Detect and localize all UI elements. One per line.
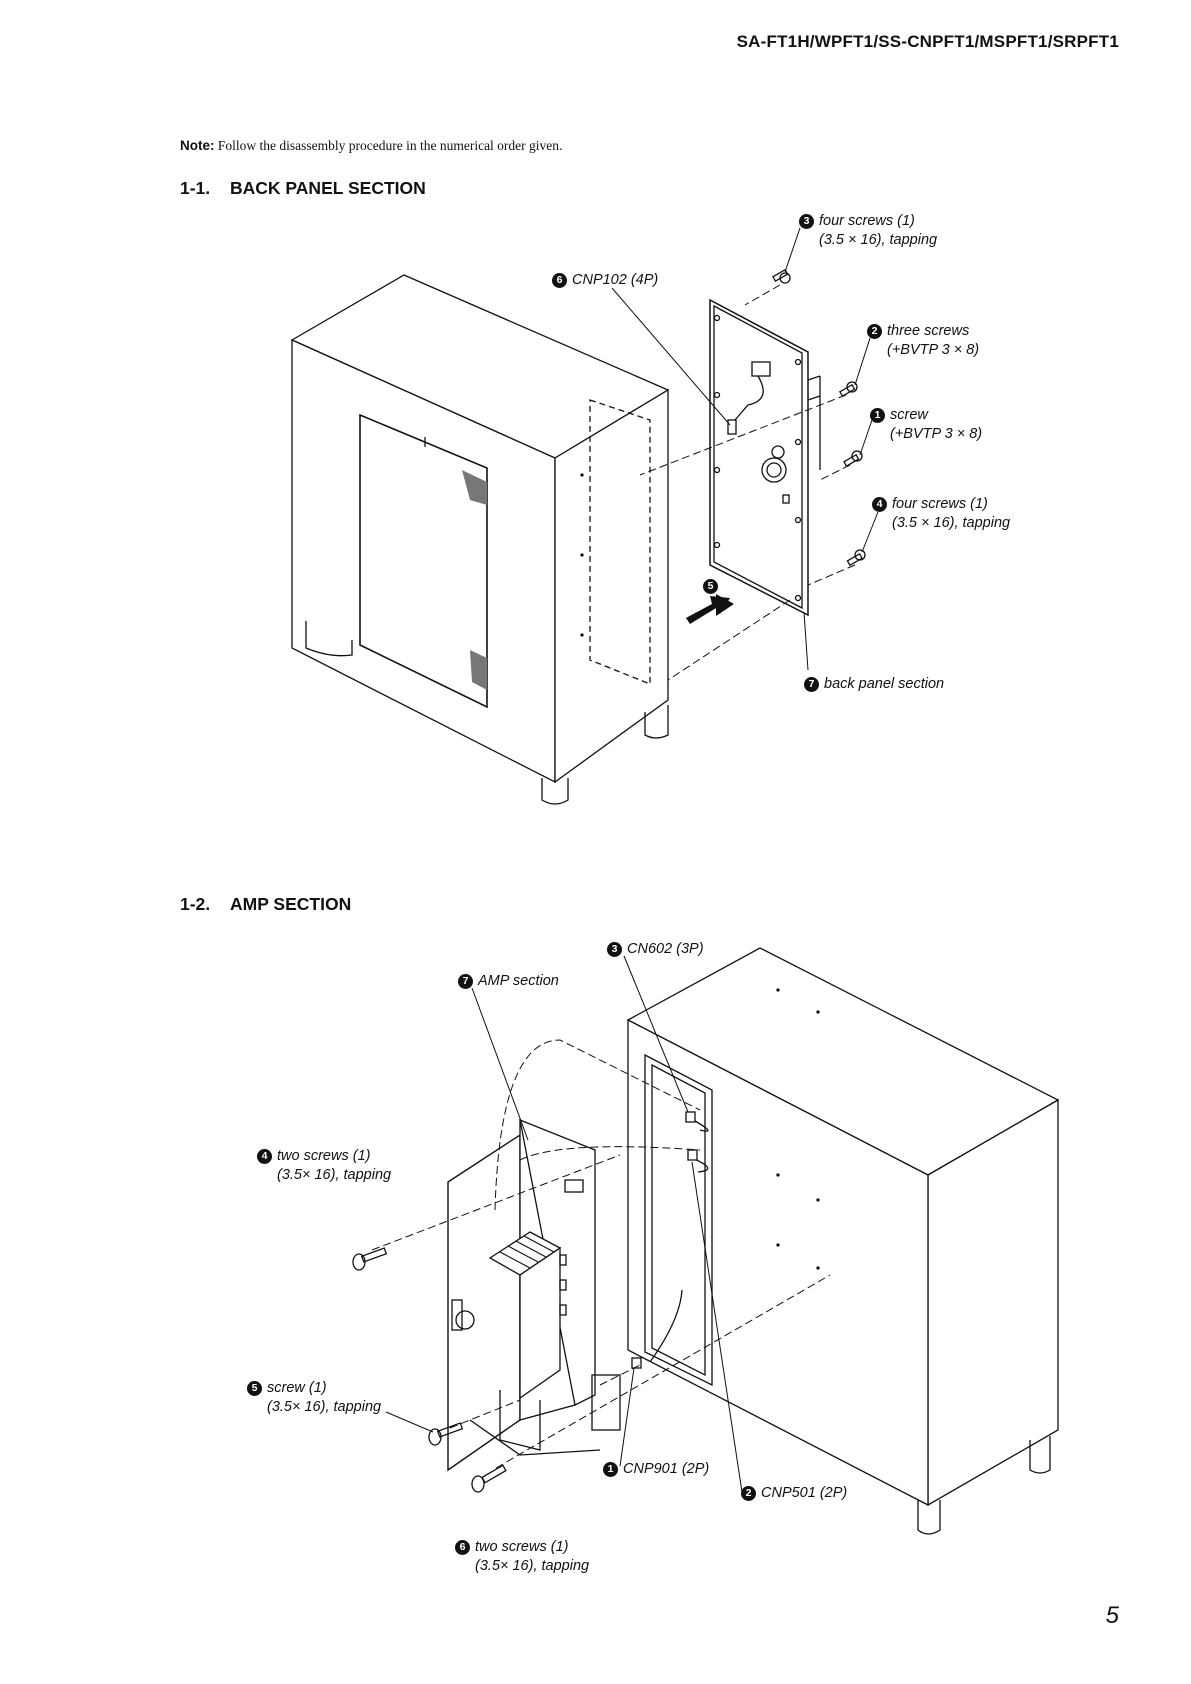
alignment-lines — [639, 284, 856, 681]
callout-line1: back panel section — [824, 676, 945, 692]
callout-line1: two screws (1) — [277, 1148, 371, 1164]
callout-line2: (3.5× 16), tapping — [475, 1558, 590, 1574]
leader-lines — [611, 227, 879, 671]
callout-line1: two screws (1) — [475, 1539, 569, 1555]
model-header: SA-FT1H/WPFT1/SS-CNPFT1/MSPFT1/SRPFT1 — [736, 32, 1119, 51]
speaker-cabinet-back-view — [290, 274, 670, 805]
callout-two-screws-lower: 6 two screws (1) (3.5× 16), tapping — [455, 1538, 589, 1576]
step-badge: 6 — [455, 1540, 470, 1555]
screw-icon — [772, 268, 791, 284]
callout-line1: screw — [890, 407, 928, 423]
step-badge: 7 — [804, 677, 819, 692]
callout-step5: 5 — [703, 577, 723, 596]
back-panel-section — [709, 298, 821, 617]
page-number: 5 — [1105, 1602, 1119, 1629]
section-title-back-panel: 1-1. BACK PANEL SECTION — [180, 178, 426, 199]
alignment-lines — [371, 1039, 831, 1469]
callout-line2: (3.5× 16), tapping — [277, 1167, 392, 1183]
note-label: Note: — [180, 138, 215, 153]
section-heading: BACK PANEL SECTION — [230, 178, 426, 198]
callout-line2: (3.5× 16), tapping — [267, 1399, 382, 1415]
step-badge: 3 — [607, 942, 622, 957]
section-number: 1-2. — [180, 894, 211, 914]
callout-four-screws-bottom: 4 four screws (1) (3.5 × 16), tapping — [872, 495, 1010, 533]
section-number: 1-1. — [180, 178, 211, 198]
step-badge: 6 — [552, 273, 567, 288]
step-badge: 7 — [458, 974, 473, 989]
callout-cn602: 3 CN602 (3P) — [607, 940, 704, 959]
callout-amp-section: 7 AMP section — [458, 972, 559, 991]
speaker-cabinet-amp-view — [626, 947, 1060, 1535]
step-badge: 2 — [741, 1486, 756, 1501]
screw-icon — [428, 1422, 464, 1446]
callout-line1: CNP901 (2P) — [623, 1461, 710, 1477]
callout-screw: 1 screw (+BVTP 3 × 8) — [870, 406, 982, 444]
callout-line1: three screws — [887, 323, 970, 339]
callout-line2: (+BVTP 3 × 8) — [887, 342, 980, 358]
callout-cnp501: 2 CNP501 (2P) — [741, 1484, 847, 1503]
screw-icon — [839, 381, 858, 397]
note: Note: Follow the disassembly procedure i… — [180, 138, 562, 154]
step-badge: 5 — [703, 579, 718, 594]
callout-cnp102: 6 CNP102 (4P) — [552, 271, 658, 290]
callout-cnp901: 1 CNP901 (2P) — [603, 1460, 709, 1479]
connector-icon — [687, 1149, 698, 1161]
step-badge: 1 — [870, 408, 885, 423]
amp-section — [447, 1118, 621, 1472]
callout-line1: screw (1) — [267, 1380, 327, 1396]
step-badge: 4 — [872, 497, 887, 512]
callout-line1: CNP501 (2P) — [761, 1485, 848, 1501]
callout-three-screws: 2 three screws (+BVTP 3 × 8) — [867, 322, 979, 360]
callout-line1: four screws (1) — [819, 213, 915, 229]
callout-line2: (3.5 × 16), tapping — [892, 515, 1011, 531]
callout-back-panel-section: 7 back panel section — [804, 675, 944, 694]
screw-icon — [843, 450, 863, 467]
callout-two-screws-upper: 4 two screws (1) (3.5× 16), tapping — [257, 1147, 391, 1185]
callout-screw-amp: 5 screw (1) (3.5× 16), tapping — [247, 1379, 381, 1417]
leader-lines — [385, 955, 743, 1493]
screw-icon — [471, 1464, 507, 1493]
section-title-amp: 1-2. AMP SECTION — [180, 894, 351, 915]
step-badge: 4 — [257, 1149, 272, 1164]
step-badge: 2 — [867, 324, 882, 339]
callout-line2: (3.5 × 16), tapping — [819, 232, 938, 248]
callout-line1: four screws (1) — [892, 496, 988, 512]
connector-icon — [685, 1111, 696, 1123]
step-badge: 1 — [603, 1462, 618, 1477]
callout-four-screws-top: 3 four screws (1) (3.5 × 16), tapping — [799, 212, 937, 250]
section-heading: AMP SECTION — [230, 894, 352, 914]
note-text: Follow the disassembly procedure in the … — [217, 138, 563, 153]
callout-line1: CNP102 (4P) — [572, 272, 659, 288]
screw-icon — [352, 1247, 388, 1271]
callout-line1: AMP section — [478, 973, 559, 989]
callout-line1: CN602 (3P) — [627, 941, 704, 957]
step-badge: 5 — [247, 1381, 262, 1396]
step-badge: 3 — [799, 214, 814, 229]
callout-line2: (+BVTP 3 × 8) — [890, 426, 983, 442]
connector-icon — [631, 1357, 642, 1369]
screw-icon — [846, 549, 866, 567]
